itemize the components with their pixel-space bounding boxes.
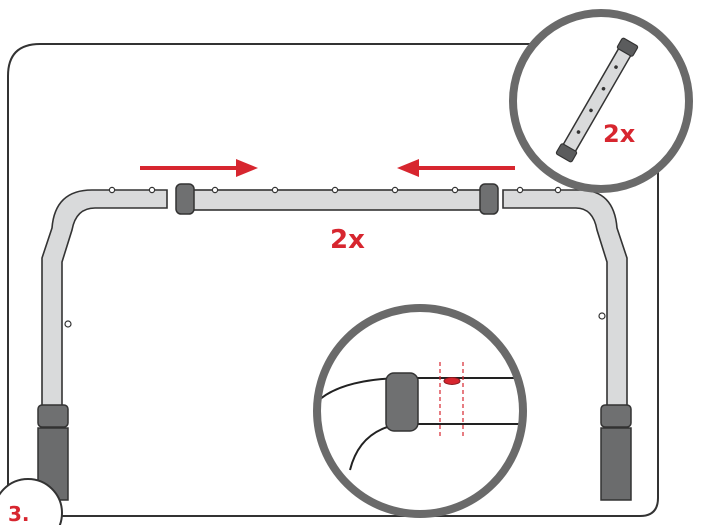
left-hole-1 [108,186,116,194]
quantity-label-main: 2x [330,225,365,255]
middle-hole-3 [331,186,339,194]
right-side-hole [598,312,606,320]
right-connector-icon [479,183,499,215]
right-frame-section [502,186,632,501]
right-hole-1 [516,186,524,194]
arrow-left-icon [397,159,515,177]
inset-connector [385,372,419,432]
middle-tube-section [175,183,499,215]
tube-detail-inset: 2x [509,9,693,193]
inset-hole-2 [589,108,593,113]
inset-cap-1 [555,143,578,163]
right-collar [600,404,632,428]
middle-hole-1 [211,186,219,194]
middle-tube [189,189,486,211]
left-connector-icon [175,183,195,215]
step-number: 3. [8,502,30,525]
right-hole-2 [554,186,562,194]
step-badge: 3. [0,478,63,529]
inset-hole-4 [614,65,618,69]
connector-detail-inset [313,304,527,518]
quantity-label-inset: 2x [603,120,636,148]
inset-hole-1 [576,130,581,134]
middle-hole-2 [271,186,279,194]
left-side-hole [64,320,72,328]
connector-inset-circle [317,308,523,514]
left-frame-section [37,186,168,501]
left-hole-2 [148,186,156,194]
inset-cap-2 [616,37,639,57]
left-collar [37,404,69,428]
connector-inset-ring [313,304,527,518]
inset-hole-3 [601,86,606,91]
middle-hole-5 [451,186,459,194]
arrow-right-icon [140,159,258,177]
middle-hole-4 [391,186,399,194]
inset-hole-red [443,377,461,385]
right-grip [600,427,632,501]
